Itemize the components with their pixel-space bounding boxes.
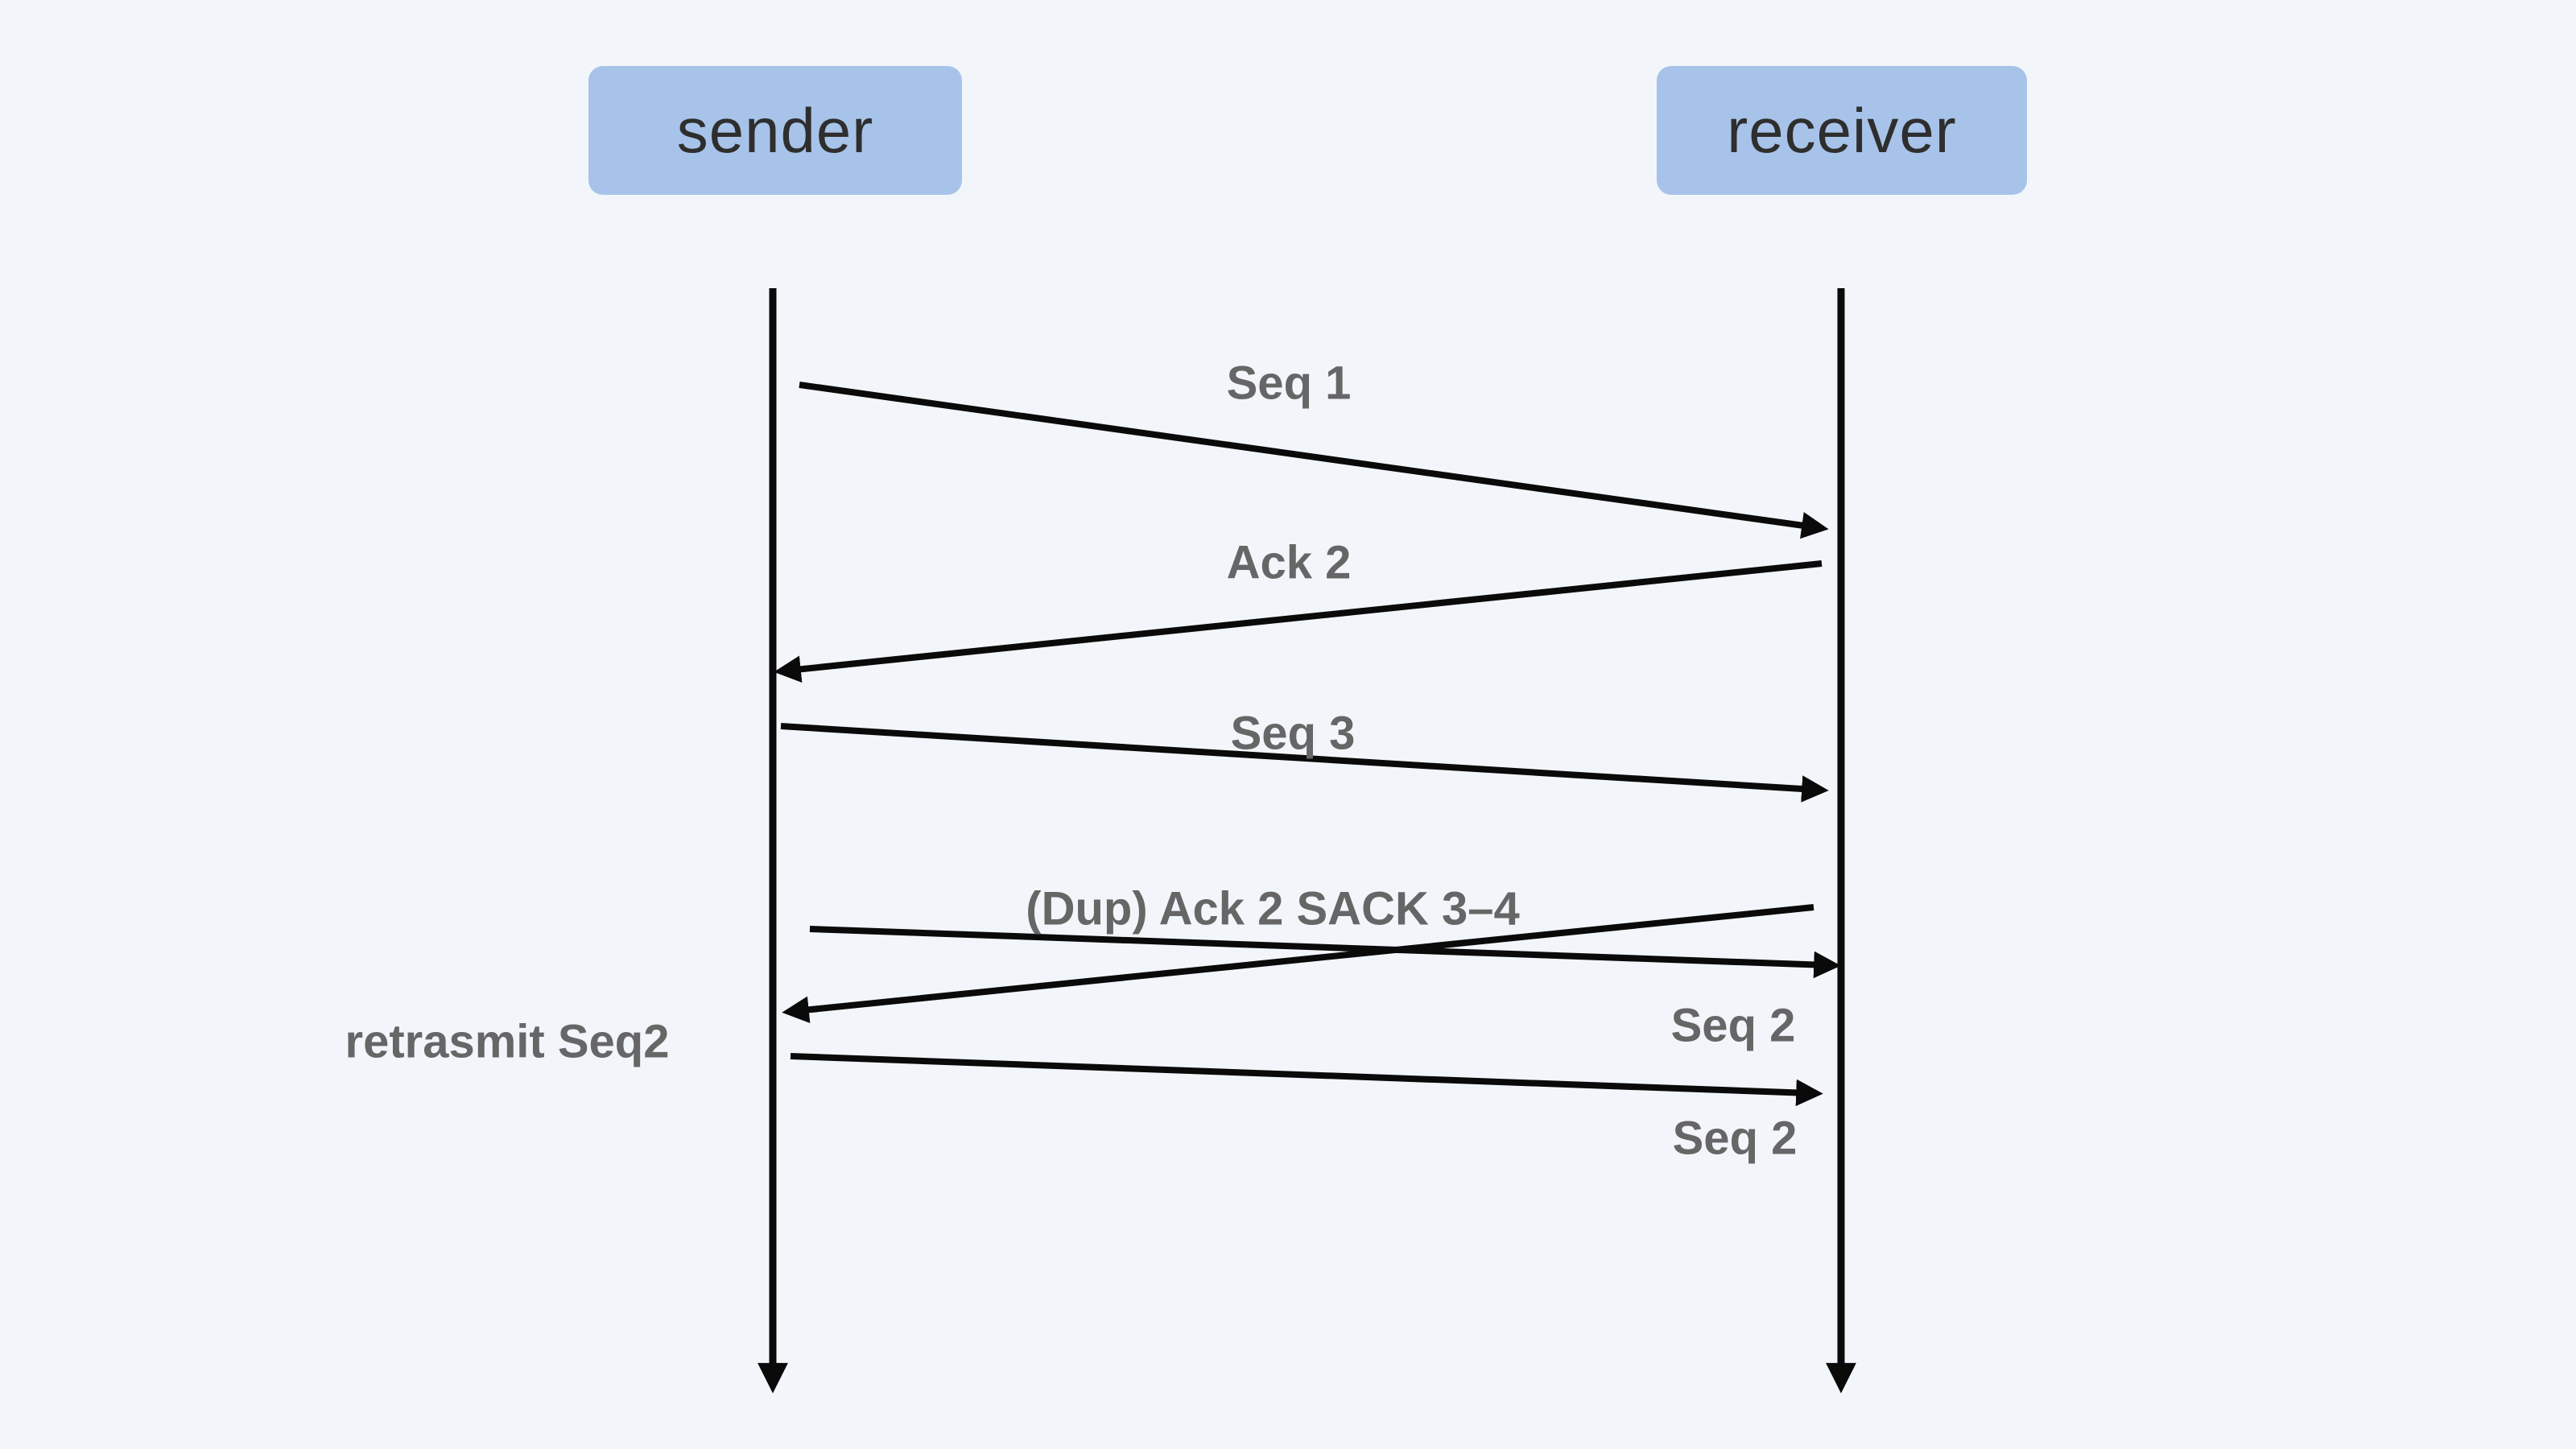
message-label-seq1: Seq 1	[1226, 357, 1352, 410]
message-label-ack2: Ack 2	[1226, 536, 1352, 589]
actor-label-sender: sender	[676, 94, 874, 166]
message-label-seq2-second: Seq 2	[1672, 1112, 1798, 1165]
retransmit-note: retrasmit Seq2	[345, 1015, 670, 1068]
message-label-seq3: Seq 3	[1230, 707, 1356, 760]
message-label-dup-ack2-sack: (Dup) Ack 2 SACK 3–4	[1026, 882, 1520, 935]
actor-box-sender: sender	[588, 66, 962, 195]
arrow-seq2-retransmit1-sender-to-receiver	[809, 926, 1841, 979]
message-label-seq2-first: Seq 2	[1670, 999, 1796, 1052]
arrow-seq3-sender-to-receiver	[780, 723, 1829, 803]
actor-label-receiver: receiver	[1727, 94, 1957, 166]
arrow-dup-ack2-sack-receiver-to-sender	[782, 904, 1814, 1024]
actor-box-receiver: receiver	[1657, 66, 2027, 195]
arrow-seq1-sender-to-receiver	[799, 382, 1829, 539]
arrow-seq2-retransmit2-sender-to-receiver	[790, 1053, 1823, 1107]
arrow-ack2-receiver-to-sender	[774, 560, 1823, 683]
